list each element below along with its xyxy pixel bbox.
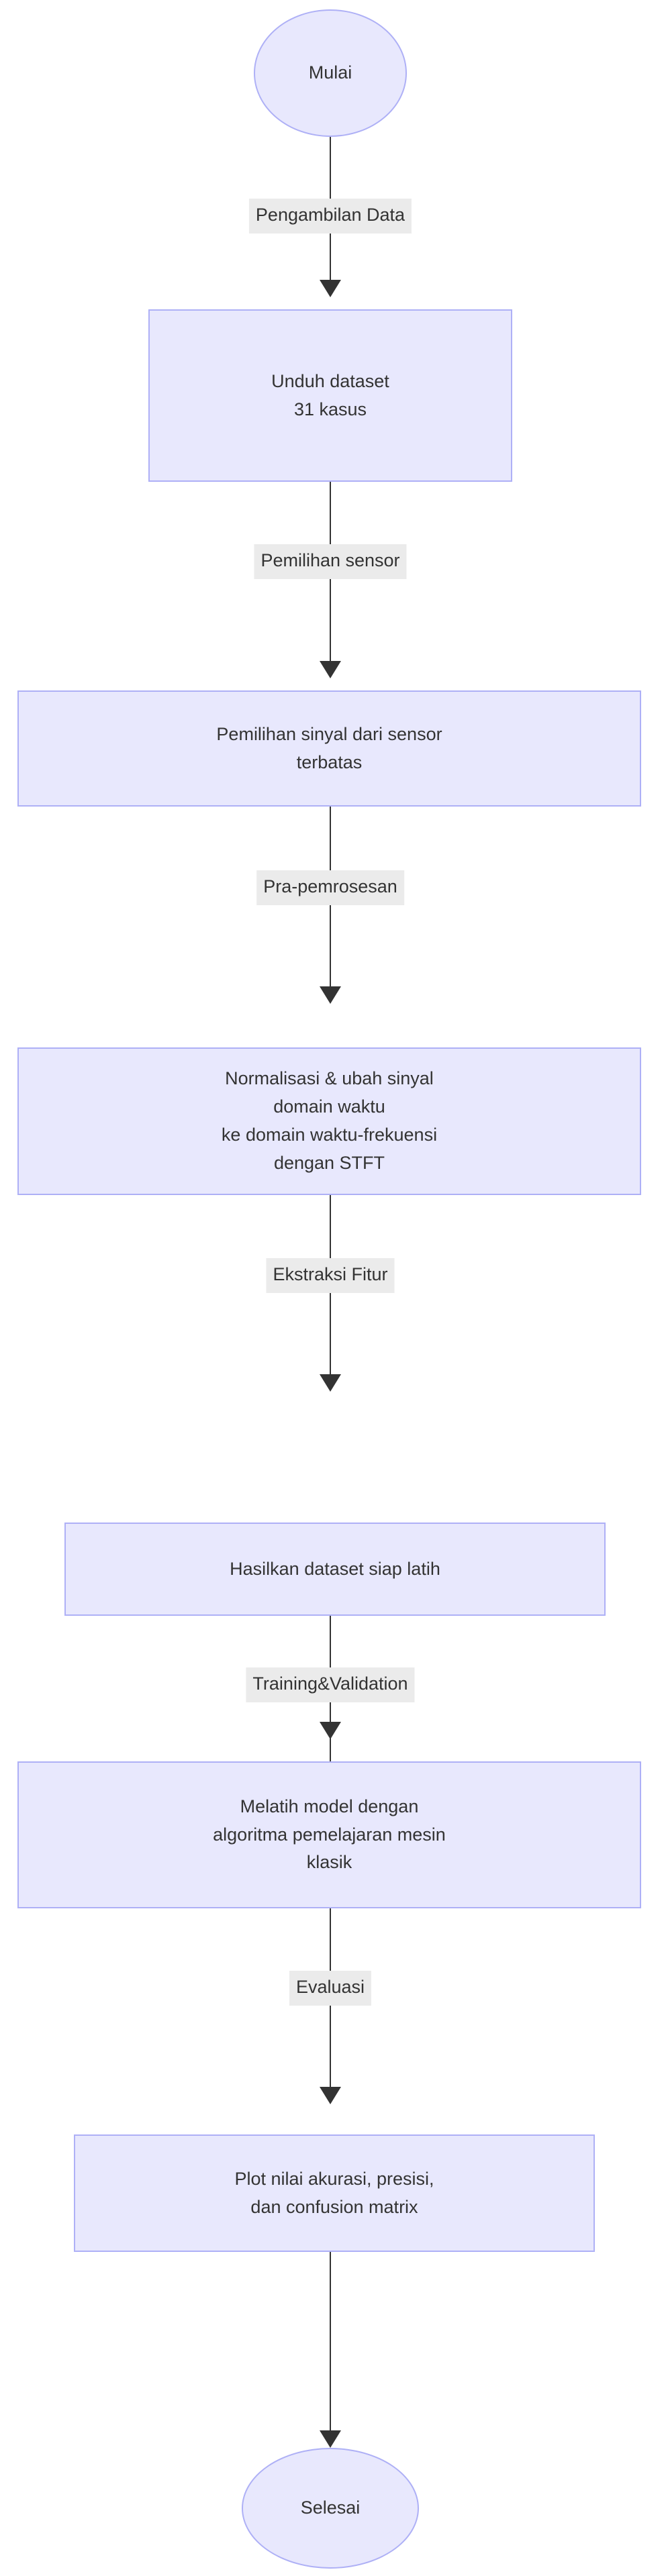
edge-preprocess-dataset-arrow [320, 1374, 341, 1392]
node-start-mulai[interactable]: Mulai [254, 9, 407, 137]
edge-train-plot-arrow [320, 2087, 341, 2104]
node-end-label: Selesai [300, 2497, 361, 2518]
node-download-label: Unduh dataset 31 kasus [271, 370, 389, 419]
edge-label-pengambilan-data: Pengambilan Data [248, 199, 412, 234]
edge-label-ekstraksi-fitur: Ekstraksi Fitur [266, 1258, 395, 1293]
edge-select-preprocess-arrow [320, 986, 341, 1004]
edge-start-download-arrow [320, 280, 341, 297]
node-train-model-label: Melatih model dengan algoritma pemelajar… [213, 1796, 446, 1873]
node-plot-metrics-label: Plot nilai akurasi, presisi, dan confusi… [234, 2168, 434, 2217]
node-download-dataset[interactable]: Unduh dataset 31 kasus [148, 309, 512, 482]
edge-label-pemilihan-sensor: Pemilihan sensor [254, 544, 407, 579]
edge-label-training-validation: Training&Validation [246, 1667, 415, 1702]
edge-download-select-arrow [320, 661, 341, 678]
node-plot-metrics[interactable]: Plot nilai akurasi, presisi, dan confusi… [74, 2134, 595, 2252]
edge-plot-end-arrow [320, 2430, 341, 2448]
edge-plot-end-line [330, 2252, 331, 2430]
node-start-label: Mulai [308, 62, 352, 83]
node-select-label: Pemilihan sinyal dari sensor terbatas [216, 723, 442, 772]
node-end-selesai[interactable]: Selesai [242, 2448, 419, 2569]
node-preprocess-stft[interactable]: Normalisasi & ubah sinyal domain waktu k… [17, 1047, 641, 1195]
edge-dataset-train-arrow [320, 1722, 341, 1739]
edge-label-pra-pemrosesan: Pra-pemrosesan [256, 870, 404, 905]
edge-label-evaluasi: Evaluasi [289, 1971, 372, 2006]
node-train-model[interactable]: Melatih model dengan algoritma pemelajar… [17, 1761, 641, 1908]
node-select-signal[interactable]: Pemilihan sinyal dari sensor terbatas [17, 690, 641, 807]
node-generate-dataset[interactable]: Hasilkan dataset siap latih [64, 1523, 606, 1616]
edge-dataset-train-line [330, 1616, 331, 1794]
node-preprocess-label: Normalisasi & ubah sinyal domain waktu k… [221, 1068, 438, 1173]
node-generate-dataset-label: Hasilkan dataset siap latih [230, 1558, 440, 1579]
